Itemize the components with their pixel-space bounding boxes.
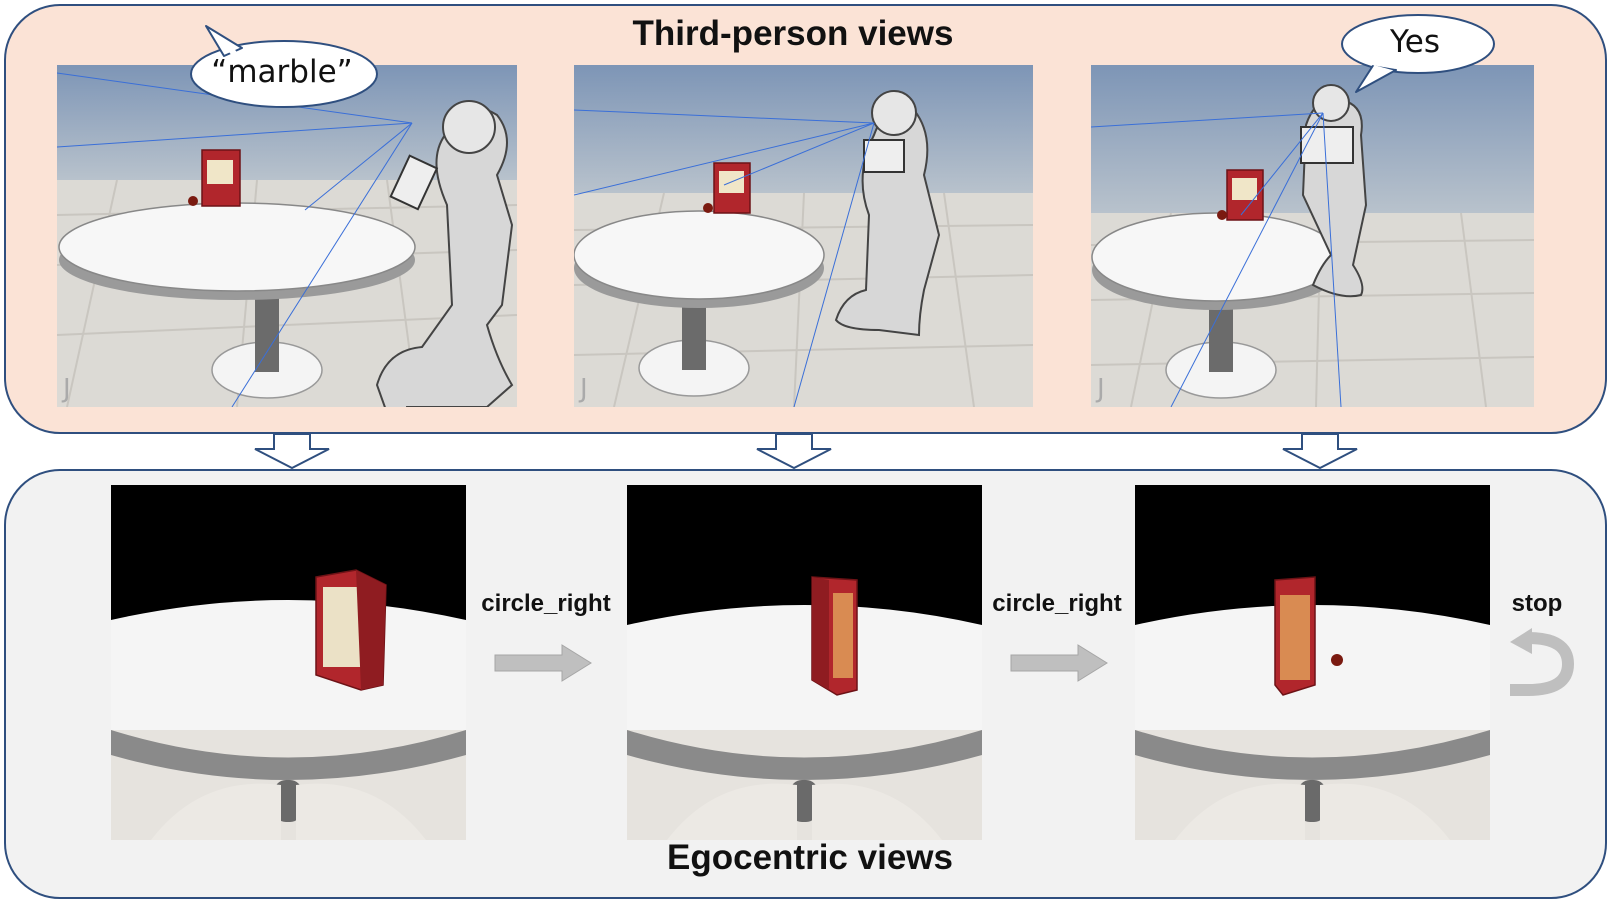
down-arrow-icon: [756, 433, 832, 474]
speech-bubble-text-yes: Yes: [1389, 24, 1441, 60]
egocentric-frame-2: [627, 485, 982, 840]
third-person-heading: Third-person views: [632, 14, 954, 53]
down-arrow-icon: [1282, 433, 1358, 474]
svg-text:J: J: [1095, 374, 1105, 404]
down-arrow-icon: [254, 433, 330, 474]
egocentric-heading: Egocentric views: [667, 838, 953, 877]
u-turn-icon: [1506, 628, 1575, 705]
speech-bubble-marble: “marble”: [184, 22, 380, 112]
speech-bubble-text-marble: “marble”: [211, 54, 353, 90]
speech-bubble-icon: [1341, 14, 1495, 93]
action-label-1: circle_right: [481, 590, 611, 617]
egocentric-frame-1: [111, 485, 466, 840]
right-arrow-icon: [1010, 644, 1108, 687]
third-person-frame-3: J: [1091, 65, 1534, 407]
action-label-3: stop: [1511, 590, 1563, 617]
speech-bubble-icon: [190, 25, 378, 108]
action-label-2: circle_right: [992, 590, 1122, 617]
speech-bubble-yes: Yes: [1334, 12, 1496, 96]
egocentric-frame-3: [1135, 485, 1490, 840]
svg-text:J: J: [61, 374, 71, 404]
svg-text:J: J: [578, 374, 588, 404]
third-person-frame-1: J: [57, 65, 517, 407]
right-arrow-icon: [494, 644, 592, 687]
third-person-frame-2: J: [574, 65, 1033, 407]
